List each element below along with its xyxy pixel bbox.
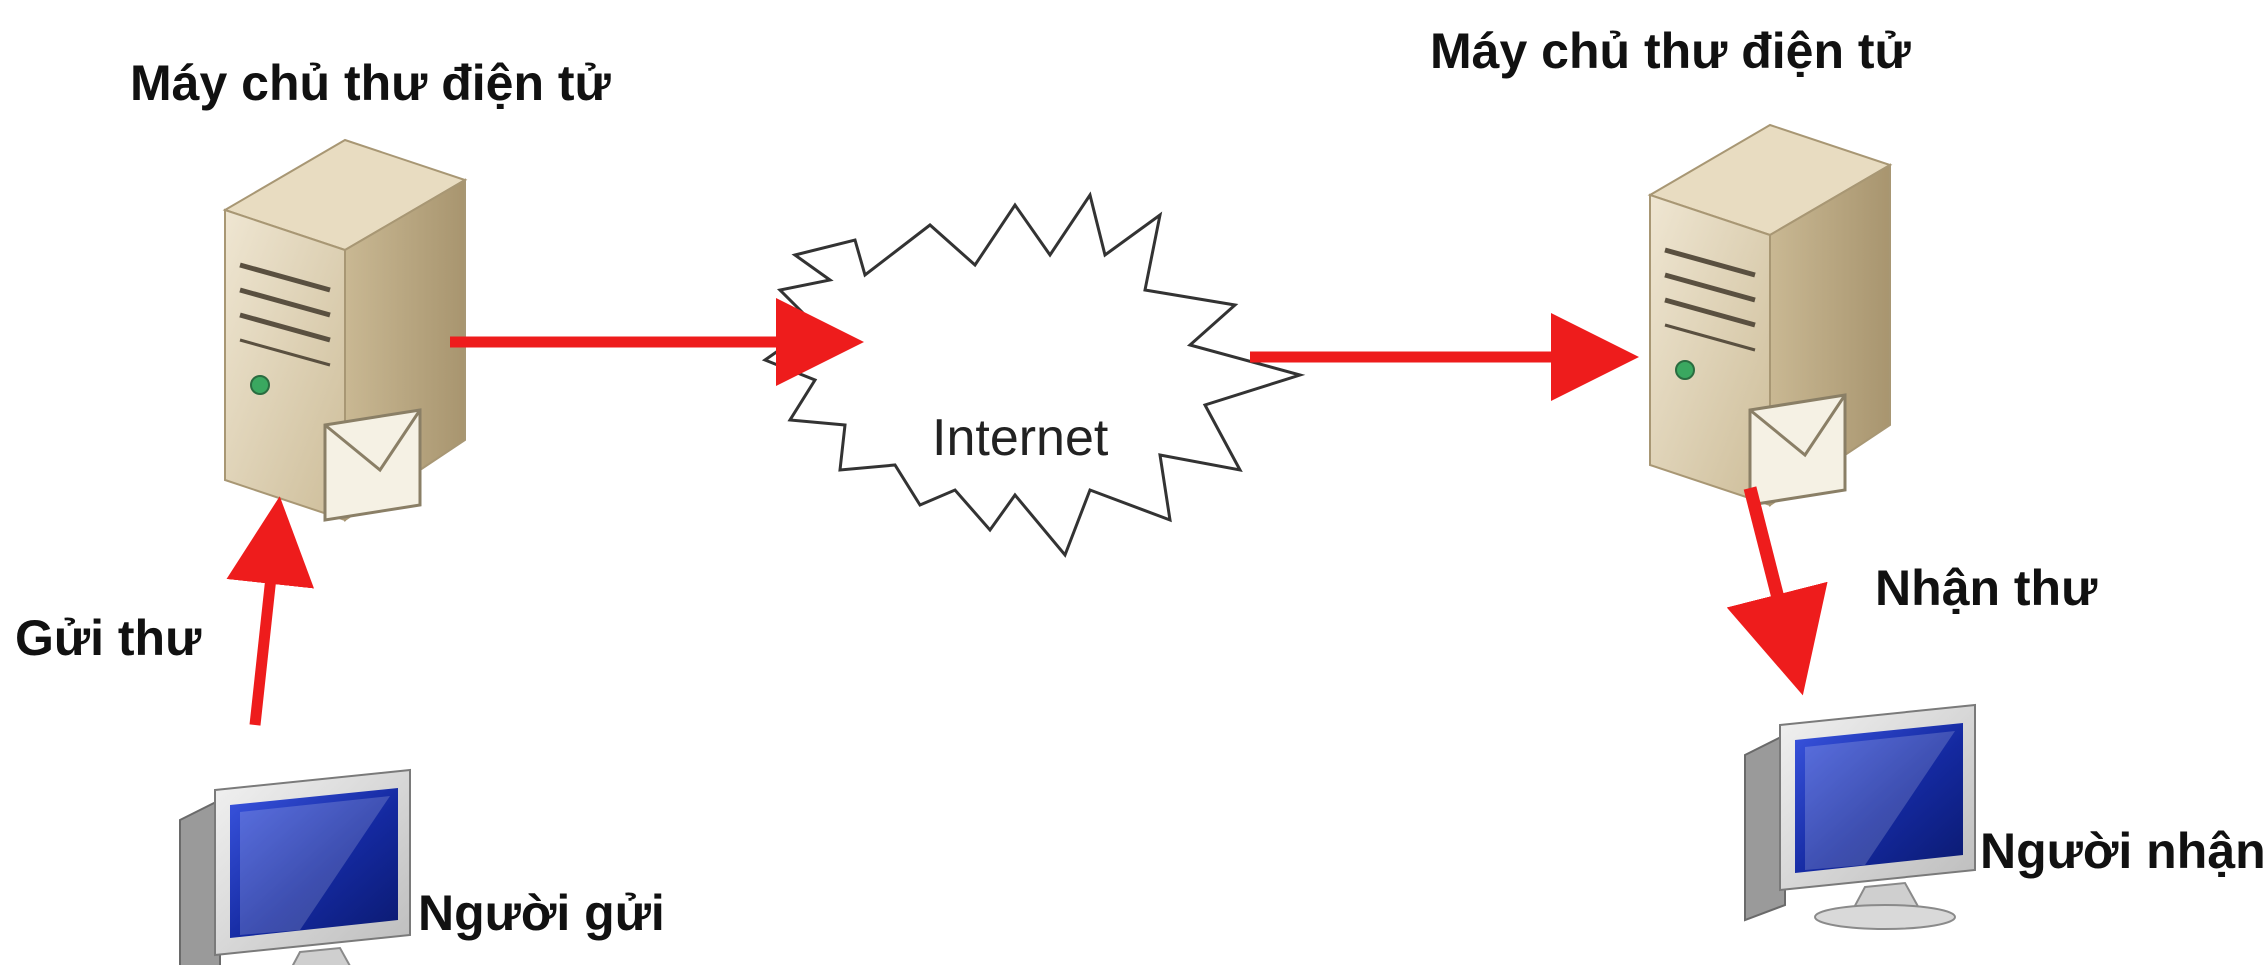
envelope-icon [323,408,422,522]
receiver-computer-icon [1744,703,1976,930]
send-label: Gửi thư [15,610,202,666]
internet-burst-icon [761,191,1306,558]
sender-computer-icon [179,768,411,965]
receiver-server-label: Máy chủ thư điện tử [1430,23,1912,79]
sender-server-icon [222,138,468,522]
receive-label: Nhận thư [1875,560,2098,616]
sender-server-label: Máy chủ thư điện tử [130,55,612,111]
sender-label: Người gửi [418,885,665,941]
send-arrow [226,496,315,726]
internet-label: Internet [932,409,1109,467]
receiver-server-icon [1647,123,1893,507]
envelope-icon [1748,393,1847,507]
receiver-label: Người nhận [1980,823,2266,879]
receive-arrow [1726,486,1828,696]
